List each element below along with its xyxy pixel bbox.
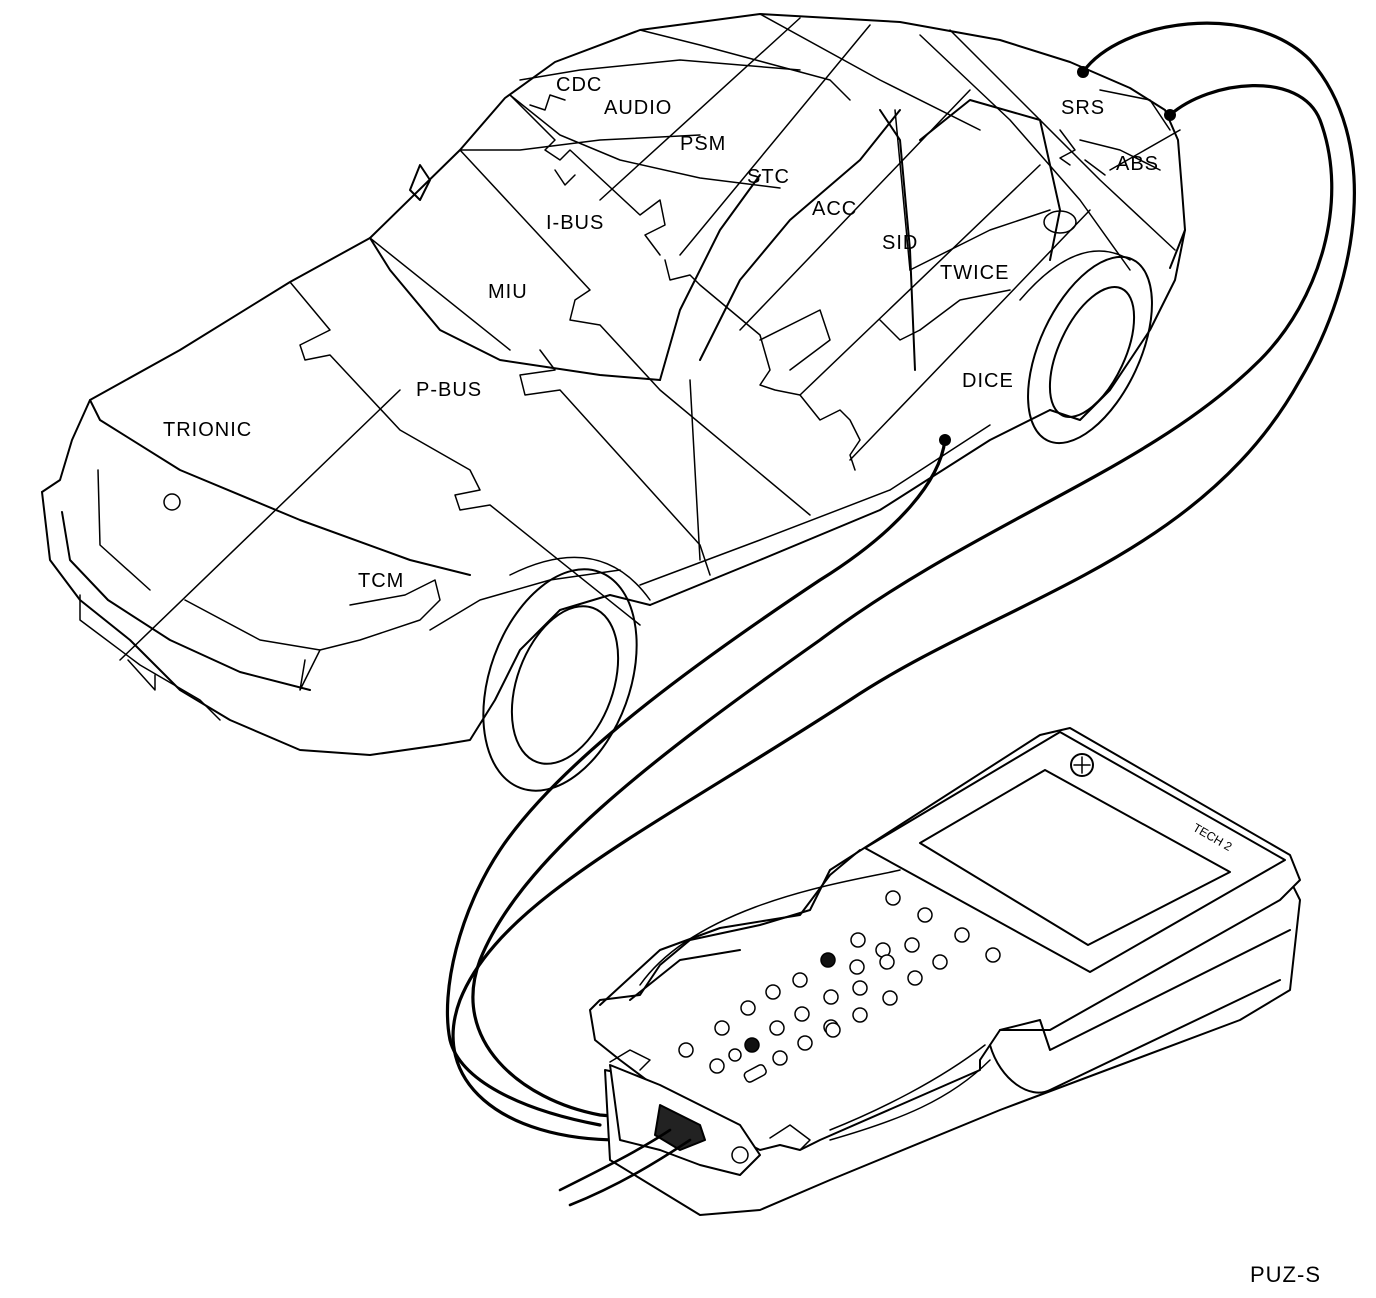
tool-display-screen	[919, 769, 1231, 946]
module-labels: CDC AUDIO PSM STC I-BUS ACC SID MIU TWIC…	[163, 74, 1159, 592]
module-label-tcm: TCM	[358, 570, 404, 592]
module-label-acc: ACC	[812, 198, 857, 220]
module-label-psm: PSM	[680, 133, 726, 155]
module-label-ibus: I-BUS	[546, 212, 604, 234]
module-label-abs: ABS	[1116, 153, 1159, 175]
module-label-pbus: P-BUS	[416, 379, 482, 401]
tool-keypad	[678, 890, 1001, 1083]
tool-logo-icon	[1070, 753, 1094, 777]
diagnostic-scan-tool: TECH 2	[589, 727, 1301, 1216]
module-label-cdc: CDC	[556, 74, 602, 96]
abs-connector-point	[1164, 109, 1176, 121]
module-label-stc: STC	[747, 166, 790, 188]
module-label-miu: MIU	[488, 281, 528, 303]
diagnostic-cables	[445, 21, 1356, 1142]
module-label-audio: AUDIO	[604, 97, 672, 119]
module-label-trionic: TRIONIC	[163, 419, 252, 441]
module-label-sid: SID	[882, 232, 918, 254]
puzzle-division-lines	[119, 17, 1181, 661]
tool-connector-port	[654, 1104, 706, 1151]
module-label-twice: TWICE	[940, 262, 1009, 284]
srs-connector-point	[1077, 66, 1089, 78]
module-label-srs: SRS	[1061, 97, 1105, 119]
car-outline	[41, 13, 1186, 792]
module-label-dice: DICE	[962, 370, 1014, 392]
dice-connector-point	[939, 434, 951, 446]
figure-code: PUZ-S	[1250, 1262, 1321, 1287]
